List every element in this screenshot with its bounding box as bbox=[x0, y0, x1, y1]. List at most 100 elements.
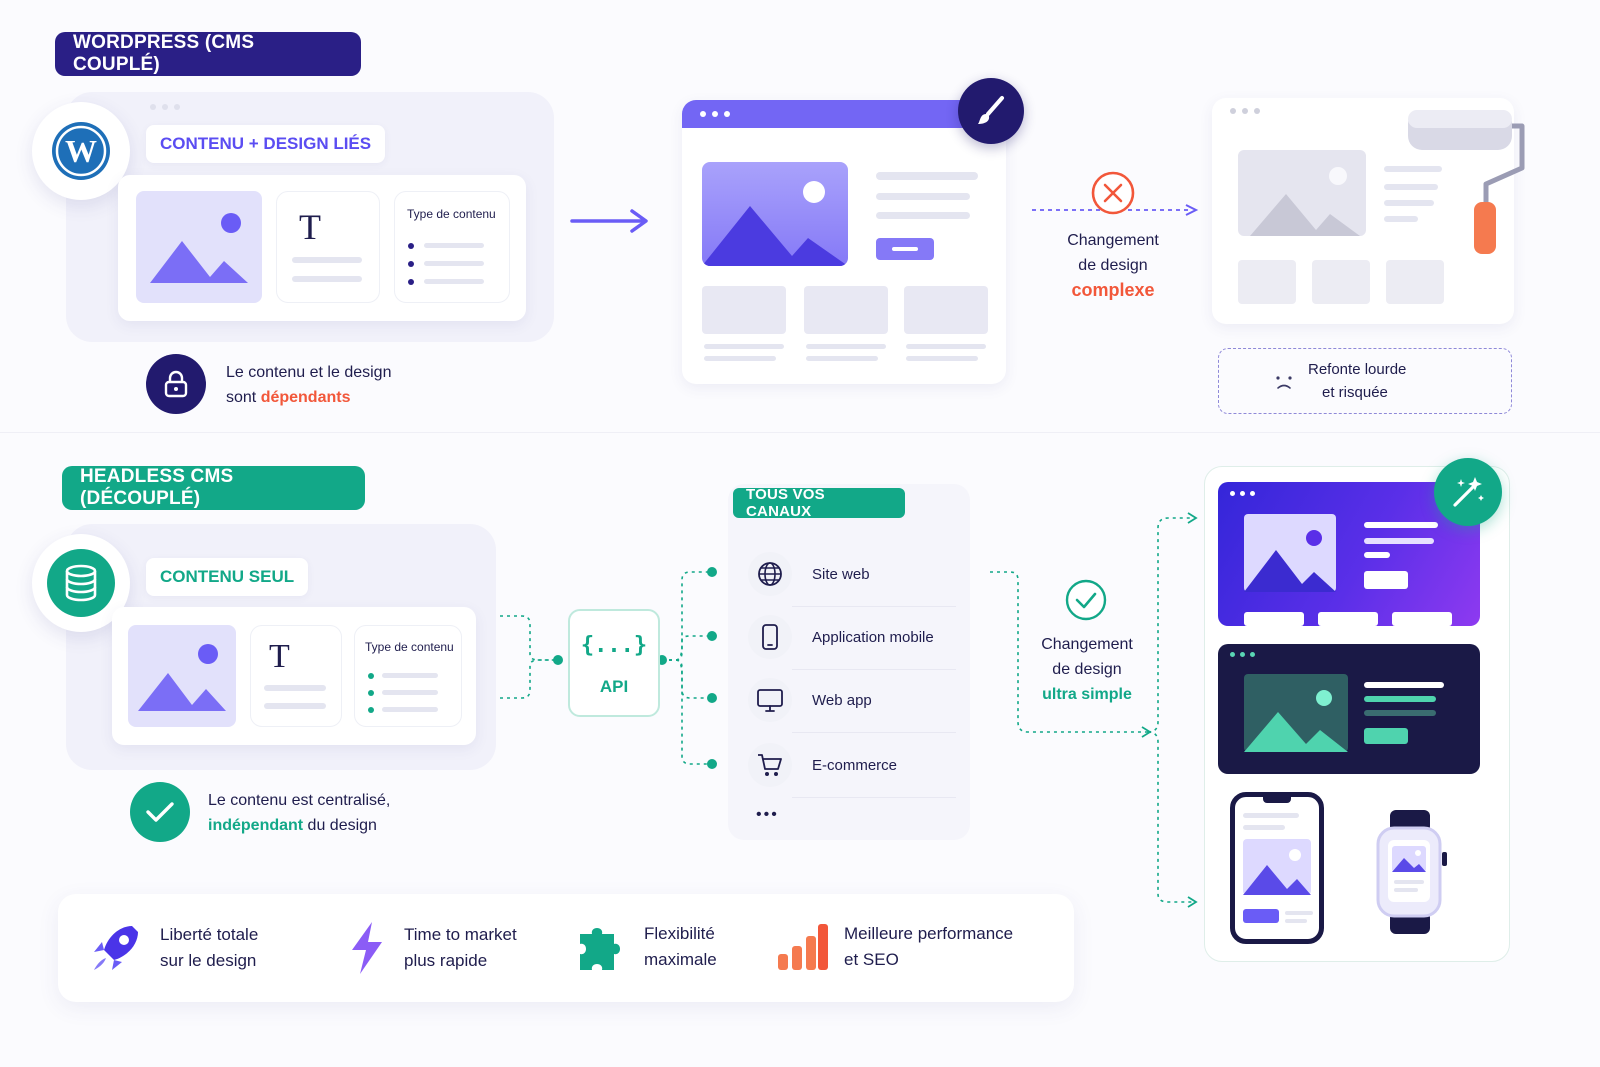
headless-chip: CONTENU SEUL bbox=[146, 558, 309, 596]
redesign-result-line2: et risquée bbox=[1322, 384, 1388, 401]
simple-change-connectors bbox=[990, 512, 1198, 908]
api-connectors bbox=[500, 567, 717, 769]
mockup-tile bbox=[702, 286, 786, 334]
channels-more: ••• bbox=[756, 806, 779, 823]
benefit-line1: Time to market bbox=[404, 925, 517, 944]
channel-ecommerce: E-commerce bbox=[748, 741, 966, 789]
api-box: {...} API bbox=[568, 609, 660, 717]
simple-change-line1: Changement bbox=[1041, 636, 1133, 653]
redesign-line bbox=[1384, 200, 1434, 206]
bullet bbox=[368, 707, 374, 713]
simple-change-highlight: ultra simple bbox=[1042, 686, 1132, 703]
puzzle-icon bbox=[580, 928, 620, 970]
benefit-time-to-market: Time to market plus rapide bbox=[344, 920, 517, 976]
channel-label: Site web bbox=[812, 565, 870, 583]
bullet bbox=[368, 673, 374, 679]
bar-chart-icon bbox=[778, 924, 828, 970]
coupled-note-line2: sont dépendants bbox=[226, 385, 466, 410]
coupled-text-tile: T bbox=[276, 191, 380, 303]
simple-change-label: Changement de design ultra simple bbox=[1020, 632, 1154, 707]
channel-label: E-commerce bbox=[812, 756, 898, 774]
lock-icon bbox=[164, 370, 188, 398]
paintbrush-badge bbox=[958, 78, 1024, 144]
coupled-image-tile bbox=[136, 191, 262, 303]
headless-note-suffix: du design bbox=[303, 817, 377, 834]
channel-label: Application mobile bbox=[812, 628, 934, 646]
redesign-result-box bbox=[1218, 348, 1512, 414]
channel-mobile-app: Application mobile bbox=[748, 613, 966, 661]
redesign-tile bbox=[1238, 260, 1296, 304]
headless-note-highlight: indépendant bbox=[208, 817, 304, 834]
benefit-line2: sur le design bbox=[160, 951, 257, 970]
list-line bbox=[424, 243, 484, 248]
headless-note: Le contenu est centralisé, indépendant d… bbox=[208, 788, 458, 838]
lock-badge bbox=[146, 354, 206, 414]
headless-note-line2: indépendant du design bbox=[208, 813, 458, 838]
complex-change-line2: de design bbox=[1078, 257, 1148, 274]
device-watch bbox=[1376, 810, 1447, 934]
mockup-line bbox=[906, 356, 978, 361]
bullet bbox=[368, 690, 374, 696]
benefit-design-freedom: Liberté totale sur le design bbox=[88, 920, 258, 976]
bullet bbox=[408, 279, 414, 285]
magic-wand-icon bbox=[1453, 477, 1484, 507]
text-line bbox=[292, 257, 362, 263]
mockup-line bbox=[806, 356, 878, 361]
database-icon bbox=[65, 564, 97, 602]
mockup-tile bbox=[904, 286, 988, 334]
content-type-label: Type de contenu bbox=[365, 640, 454, 654]
bullet bbox=[408, 243, 414, 249]
mockup-line bbox=[876, 212, 970, 219]
benefits-bar bbox=[58, 894, 1074, 1002]
text-line bbox=[264, 685, 326, 691]
mockup-line bbox=[806, 344, 886, 349]
text-line bbox=[264, 703, 326, 709]
globe-icon bbox=[758, 562, 782, 586]
coupled-note-highlight: dépendants bbox=[260, 389, 351, 406]
magic-wand-badge bbox=[1434, 458, 1502, 526]
headless-note-line1: Le contenu est centralisé, bbox=[208, 792, 391, 809]
benefit-flexibility: Flexibilité maximale bbox=[576, 920, 717, 974]
redesign-tile bbox=[1312, 260, 1370, 304]
mockup-line bbox=[704, 356, 776, 361]
coupled-note: Le contenu et le design sont dépendants bbox=[226, 360, 466, 410]
device-purple-site bbox=[1218, 482, 1480, 626]
device-phone bbox=[1230, 792, 1324, 944]
mockup-line bbox=[876, 172, 978, 180]
mockup-line bbox=[906, 344, 986, 349]
wordpress-icon: W bbox=[52, 122, 110, 180]
content-type-label: Type de contenu bbox=[407, 207, 496, 221]
channels-title: TOUS VOS CANAUX bbox=[733, 486, 905, 520]
sad-face-icon bbox=[1276, 376, 1292, 389]
panel-window-dots bbox=[150, 104, 180, 110]
list-line bbox=[424, 261, 484, 266]
section-divider bbox=[0, 432, 1600, 433]
device-dark-site bbox=[1218, 644, 1480, 774]
headless-section-title: HEADLESS CMS (DÉCOUPLÉ) bbox=[62, 466, 365, 510]
coupled-arrow bbox=[570, 209, 648, 233]
benefit-line1: Meilleure performance bbox=[844, 924, 1014, 943]
benefit-line2: plus rapide bbox=[404, 951, 488, 970]
wordpress-logo-badge: W bbox=[32, 102, 130, 200]
channel-divider bbox=[792, 797, 956, 798]
monitor-icon bbox=[757, 689, 783, 712]
bullet bbox=[408, 261, 414, 267]
check-badge bbox=[130, 782, 190, 842]
paint-roller-icon bbox=[1408, 110, 1525, 254]
benefit-line2: et SEO bbox=[844, 950, 899, 969]
coupled-note-line1: Le contenu et le design bbox=[226, 364, 392, 381]
coupled-note-prefix: sont bbox=[226, 389, 261, 406]
rocket-icon bbox=[94, 926, 138, 970]
redesign-result-line1: Refonte lourde bbox=[1308, 361, 1407, 378]
benefit-line1: Liberté totale bbox=[160, 925, 259, 944]
channel-site-web: Site web bbox=[748, 550, 966, 598]
text-glyph: T bbox=[299, 207, 321, 247]
api-label: API bbox=[599, 677, 629, 696]
complex-change-label: Changement de design complexe bbox=[1040, 228, 1186, 303]
api-braces: {...} bbox=[580, 633, 648, 658]
database-badge bbox=[32, 534, 130, 632]
x-circle-icon bbox=[1091, 171, 1135, 215]
mockup-tile bbox=[804, 286, 888, 334]
redesign-line bbox=[1384, 184, 1438, 190]
list-line bbox=[424, 279, 484, 284]
